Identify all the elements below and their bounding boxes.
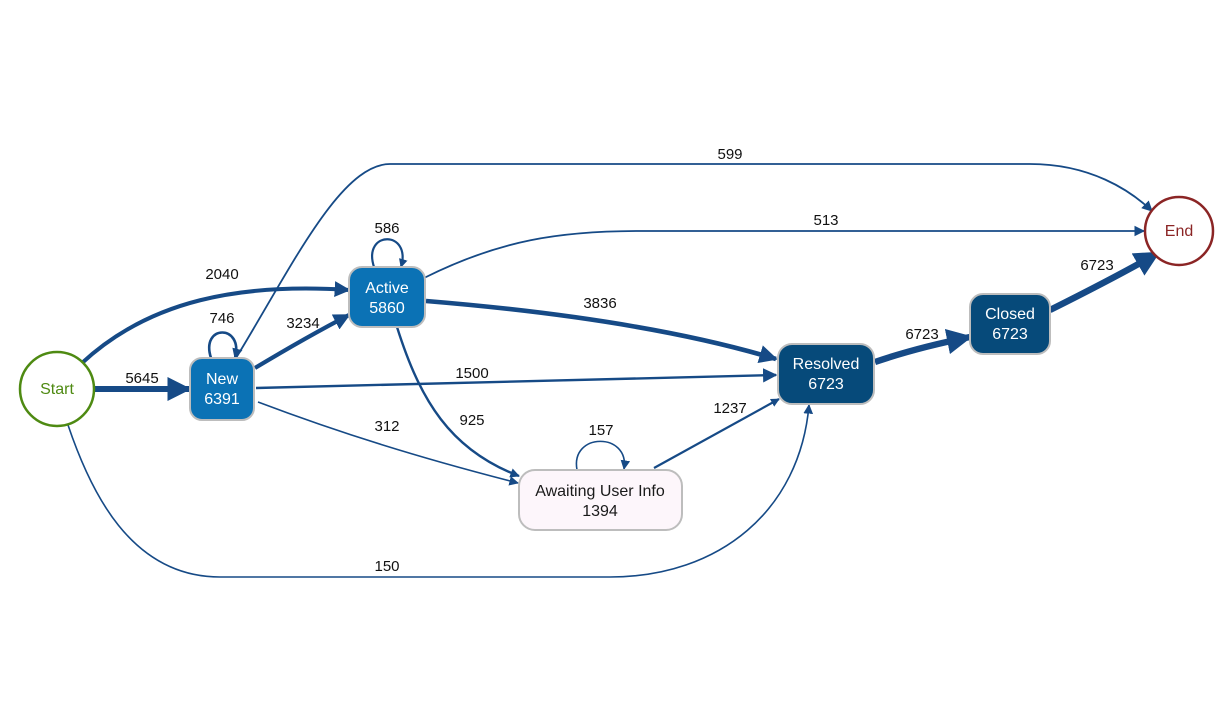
node-active-label: Active bbox=[365, 280, 409, 297]
edge-label-active-resolved: 3836 bbox=[583, 295, 616, 312]
node-resolved[interactable]: Resolved 6723 bbox=[777, 343, 875, 405]
edge-label-new-end: 599 bbox=[717, 146, 742, 163]
edge-start-new[interactable]: 5645 bbox=[95, 370, 192, 401]
node-end-label: End bbox=[1165, 223, 1193, 240]
edge-new-active[interactable]: 3234 bbox=[253, 313, 351, 370]
edge-label-new-awaiting: 312 bbox=[374, 418, 399, 435]
node-end[interactable]: End bbox=[1143, 195, 1215, 267]
node-closed[interactable]: Closed 6723 bbox=[969, 293, 1051, 355]
edge-label-active-self: 586 bbox=[374, 220, 399, 237]
edge-active-self[interactable]: 586 bbox=[371, 220, 408, 268]
node-awaiting-count: 1394 bbox=[582, 503, 618, 520]
node-closed-label: Closed bbox=[985, 306, 1035, 323]
edge-resolved-closed[interactable]: 6723 bbox=[873, 326, 973, 366]
node-closed-count: 6723 bbox=[992, 326, 1028, 343]
edge-new-awaiting[interactable]: 312 bbox=[257, 401, 519, 486]
edge-start-resolved[interactable]: 150 bbox=[67, 404, 814, 578]
edge-new-resolved[interactable]: 1500 bbox=[255, 365, 778, 390]
edge-label-resolved-closed: 6723 bbox=[905, 326, 938, 343]
edge-label-new-self: 746 bbox=[209, 310, 234, 327]
edge-label-closed-end: 6723 bbox=[1080, 257, 1113, 274]
edge-label-awaiting-self: 157 bbox=[588, 422, 613, 439]
edge-label-start-new: 5645 bbox=[125, 370, 158, 387]
edge-awaiting-resolved[interactable]: 1237 bbox=[653, 398, 780, 469]
edge-label-awaiting-resolved: 1237 bbox=[713, 400, 746, 417]
edge-awaiting-self[interactable]: 157 bbox=[575, 422, 631, 471]
edge-closed-end[interactable]: 6723 bbox=[1048, 250, 1161, 313]
edge-active-resolved[interactable]: 3836 bbox=[425, 295, 778, 364]
node-awaiting-user-info[interactable]: Awaiting User Info 1394 bbox=[518, 469, 683, 531]
edge-label-active-awaiting: 925 bbox=[459, 412, 484, 429]
node-new[interactable]: New 6391 bbox=[189, 357, 255, 421]
node-awaiting-label: Awaiting User Info bbox=[535, 483, 665, 500]
node-active-count: 5860 bbox=[369, 300, 405, 317]
node-resolved-count: 6723 bbox=[808, 376, 844, 393]
edge-label-new-active: 3234 bbox=[286, 315, 319, 332]
edge-label-start-active: 2040 bbox=[205, 266, 238, 283]
edge-start-active[interactable]: 2040 bbox=[80, 266, 351, 365]
edge-label-start-resolved: 150 bbox=[374, 558, 399, 575]
node-active[interactable]: Active 5860 bbox=[348, 266, 426, 328]
node-new-label: New bbox=[206, 371, 238, 388]
node-start-label: Start bbox=[40, 381, 74, 398]
node-start[interactable]: Start bbox=[18, 350, 96, 428]
edge-new-self[interactable]: 746 bbox=[207, 310, 243, 360]
node-resolved-label: Resolved bbox=[793, 356, 860, 373]
edge-label-new-resolved: 1500 bbox=[455, 365, 488, 382]
edge-label-active-end: 513 bbox=[813, 212, 838, 229]
node-new-count: 6391 bbox=[204, 391, 240, 408]
edge-active-awaiting[interactable]: 925 bbox=[395, 326, 520, 478]
edge-active-end[interactable]: 513 bbox=[423, 212, 1146, 279]
edge-new-end[interactable]: 599 bbox=[235, 146, 1153, 359]
